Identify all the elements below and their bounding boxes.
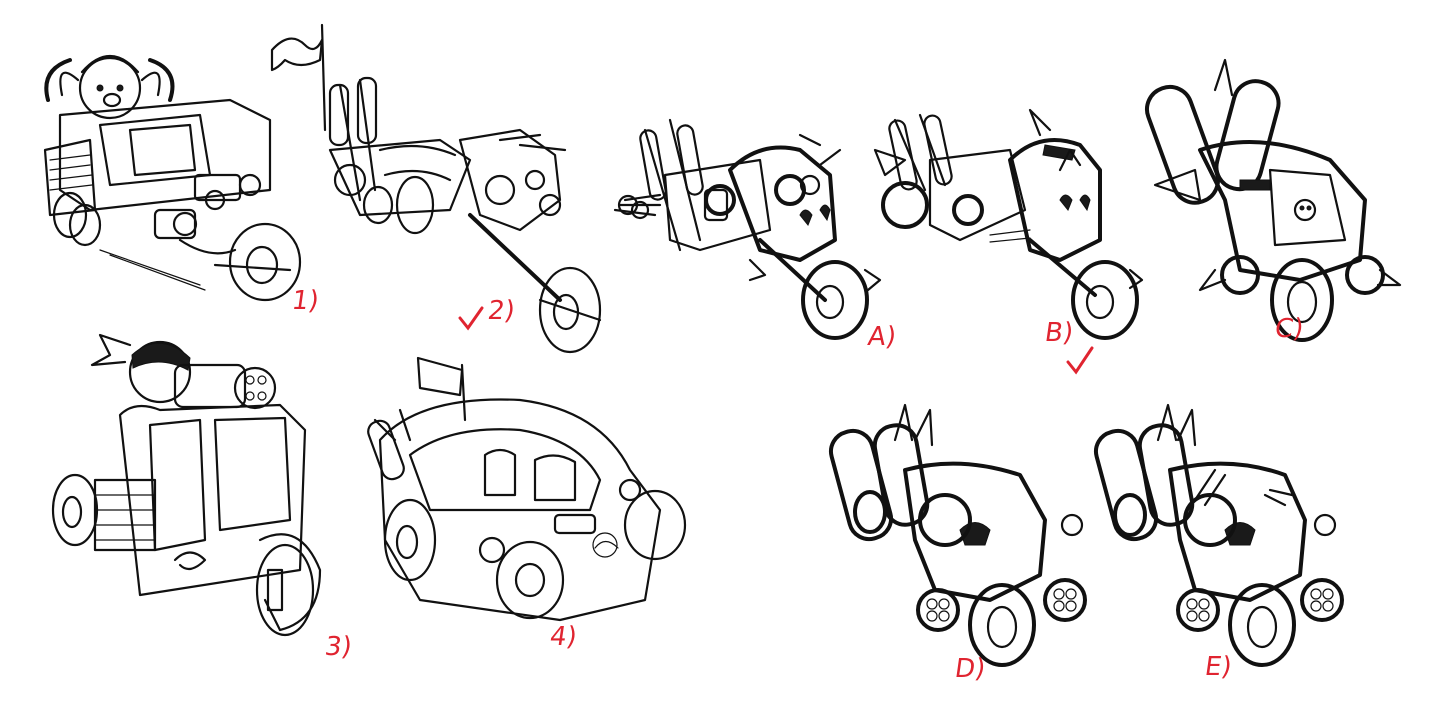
sketch-label-B: B) bbox=[1042, 318, 1076, 348]
sketch-label-4: 4) bbox=[547, 622, 579, 652]
sketch-label-3: 3) bbox=[322, 632, 354, 662]
sketch-3-gatling-tuk-tuk bbox=[51, 333, 322, 637]
sketch-D-front-trike bbox=[828, 403, 1087, 667]
check-mark-icon bbox=[458, 306, 484, 331]
sketch-1-tuk-tuk bbox=[43, 55, 302, 302]
sketch-B-spiked-chopper bbox=[873, 108, 1144, 340]
sketch-label-C: C) bbox=[1272, 314, 1306, 344]
sketch-E-front-trike bbox=[1093, 403, 1344, 667]
sketch-label-2: 2) bbox=[485, 296, 517, 326]
check-mark-icon bbox=[1066, 346, 1094, 375]
sketch-A-skull-chopper bbox=[613, 118, 882, 340]
sketch-label-D: D) bbox=[952, 654, 988, 684]
sketch-4-beetle-car bbox=[367, 356, 687, 622]
sketch-label-A: A) bbox=[865, 322, 899, 352]
sketch-C-front-trike bbox=[1145, 58, 1402, 342]
sketch-label-E: E) bbox=[1202, 652, 1234, 682]
sketch-label-1: 1) bbox=[289, 286, 321, 316]
sketch-2-chopper bbox=[270, 23, 602, 354]
